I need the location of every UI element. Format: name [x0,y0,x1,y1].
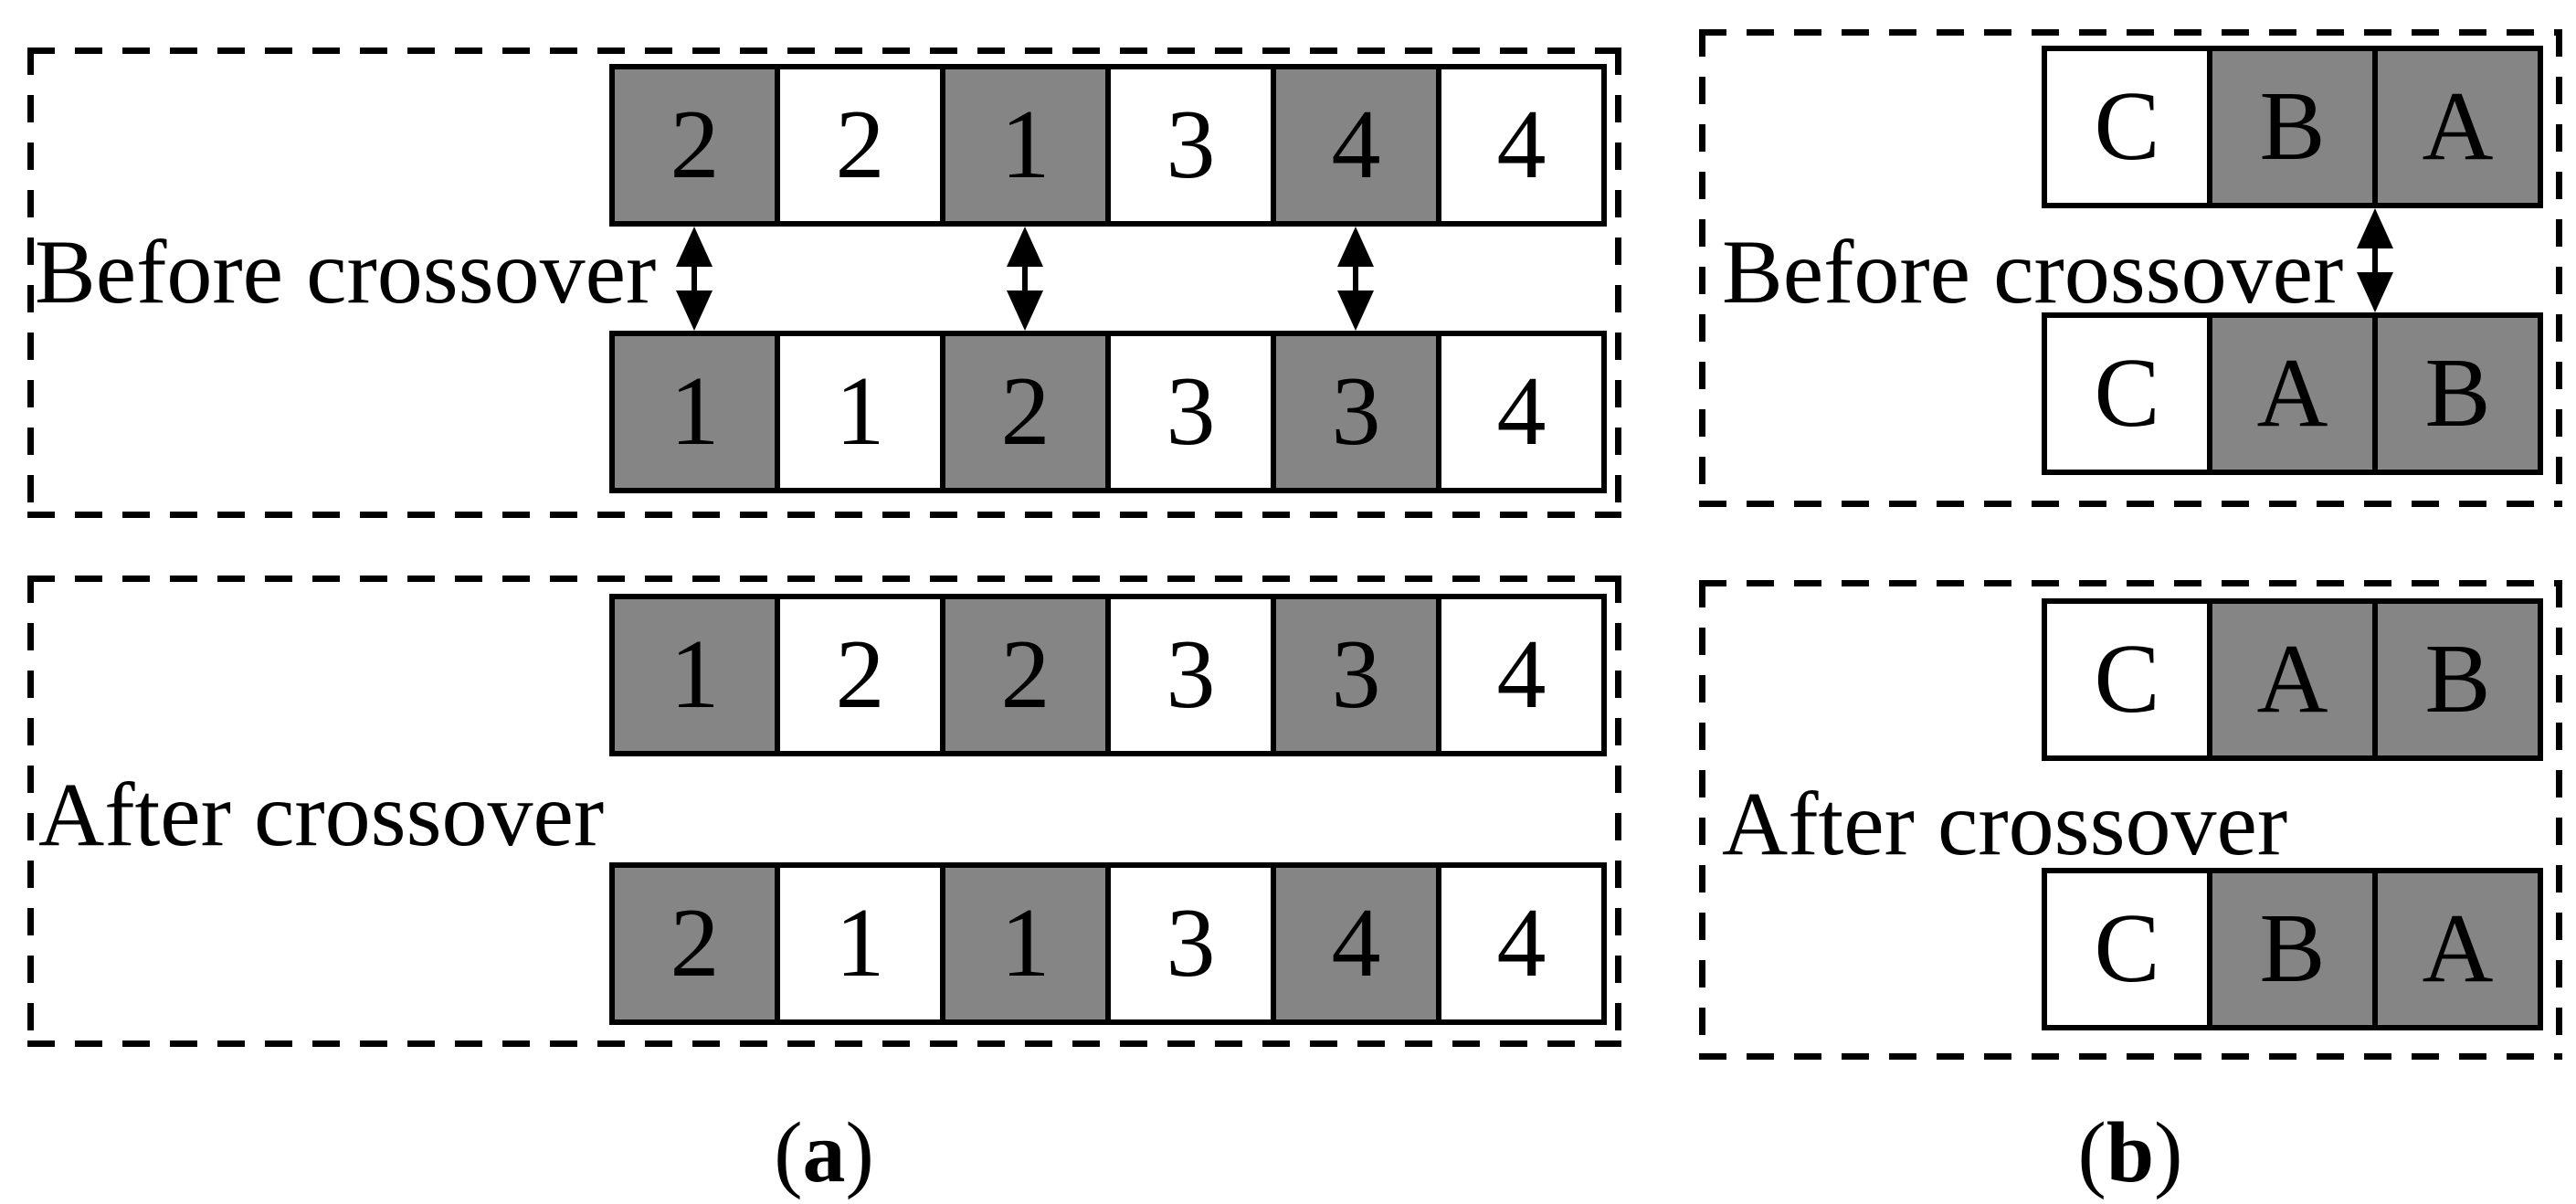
crossover-arrow-icon [1007,227,1043,331]
panel-b-caption: (b) [1948,1107,2313,1199]
gene-cell: B [2372,318,2538,470]
gene-cell: 4 [1436,336,1601,488]
panel-b-parent2-chromosome-row: C A B [2042,312,2543,475]
panel-a-after-crossover-label: After crossover [38,764,605,865]
gene-cell: 4 [1436,69,1601,221]
gene-cell: C [2047,873,2207,1025]
panel-b-before-crossover-label: Before crossover [1722,221,2344,322]
gene-cell: C [2047,604,2207,755]
gene-cell: A [2372,873,2538,1025]
gene-cell: 3 [1105,69,1271,221]
caption-paren: ) [845,1105,874,1200]
gene-cell: 1 [615,336,775,488]
crossover-arrow-icon [676,227,713,331]
caption-letter: b [2106,1105,2155,1200]
panel-a-caption: (a) [641,1107,1007,1199]
gene-cell: 3 [1271,336,1436,488]
gene-cell: 2 [940,336,1105,488]
gene-cell: 2 [775,69,940,221]
gene-cell: B [2207,51,2372,203]
gene-cell: C [2047,318,2207,470]
gene-cell: A [2372,51,2538,203]
gene-cell: 2 [615,868,775,1019]
gene-cell: 2 [615,69,775,221]
gene-cell: 4 [1436,599,1601,751]
gene-cell: 1 [615,599,775,751]
gene-cell: 4 [1271,69,1436,221]
gene-cell: B [2372,604,2538,755]
gene-cell: 1 [775,336,940,488]
caption-paren: ( [774,1105,803,1200]
panel-a-parent2-chromosome-row: 1 1 2 3 3 4 [609,331,1607,493]
gene-cell: 4 [1436,868,1601,1019]
panel-b-parent1-chromosome-row: C B A [2042,46,2543,208]
panel-a-offspring1-chromosome-row: 1 2 2 3 3 4 [609,594,1607,756]
gene-cell: 3 [1105,336,1271,488]
gene-cell: 3 [1105,599,1271,751]
gene-cell: C [2047,51,2207,203]
caption-paren: ) [2154,1105,2183,1200]
caption-paren: ( [2077,1105,2106,1200]
gene-cell: 1 [940,69,1105,221]
panel-a-parent1-chromosome-row: 2 2 1 3 4 4 [609,64,1607,227]
gene-cell: 3 [1271,599,1436,751]
gene-cell: B [2207,873,2372,1025]
caption-letter: a [802,1105,846,1200]
panel-b-after-crossover-label: After crossover [1722,773,2288,874]
gene-cell: 1 [940,868,1105,1019]
crossover-arrow-icon [1337,227,1374,331]
panel-b-offspring1-chromosome-row: C A B [2042,598,2543,761]
gene-cell: 2 [775,599,940,751]
gene-cell: 3 [1105,868,1271,1019]
crossover-arrow-icon [2357,208,2393,312]
gene-cell: A [2207,604,2372,755]
gene-cell: 4 [1271,868,1436,1019]
panel-b-offspring2-chromosome-row: C B A [2042,868,2543,1030]
panel-a-offspring2-chromosome-row: 2 1 1 3 4 4 [609,862,1607,1025]
panel-a-before-crossover-label: Before crossover [35,221,657,322]
gene-cell: 2 [940,599,1105,751]
gene-cell: 1 [775,868,940,1019]
gene-cell: A [2207,318,2372,470]
